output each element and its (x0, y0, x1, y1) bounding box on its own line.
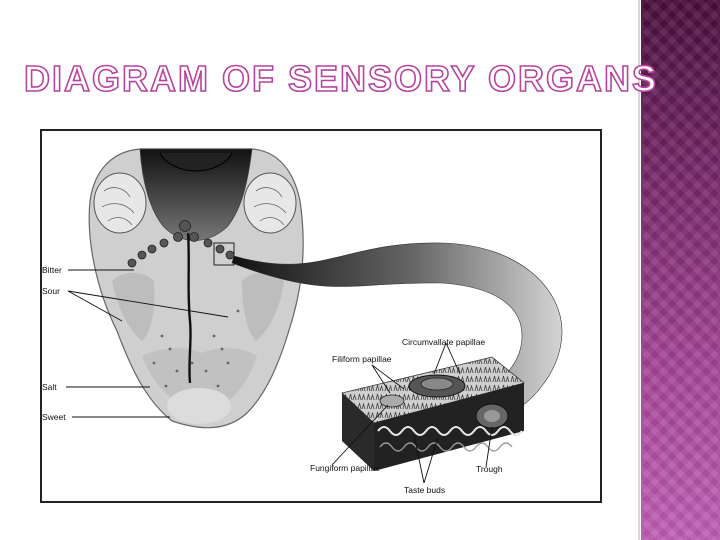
label-circumvallate-papillae: Circumvallate papillae (402, 337, 485, 347)
decorative-side-band (641, 0, 720, 540)
side-divider (638, 0, 640, 540)
label-sweet: Sweet (42, 412, 66, 422)
label-taste-buds: Taste buds (404, 485, 445, 495)
label-fungiform-papillae: Fungiform papillae (310, 463, 380, 473)
tongue-diagram-svg: Bitter Sour Salt Sweet Circumvallate pap… (42, 148, 563, 495)
label-salt: Salt (42, 382, 57, 392)
tongue-illustration (88, 148, 304, 429)
label-trough: Trough (476, 464, 503, 474)
papillae-inset-illustration (341, 356, 525, 471)
label-filiform-papillae: Filiform papillae (332, 354, 392, 364)
label-bitter: Bitter (42, 265, 62, 275)
slide-title: Diagram of Sensory Organs (23, 57, 659, 100)
tongue-diagram-figure: Bitter Sour Salt Sweet Circumvallate pap… (40, 129, 602, 503)
label-leader-lines (66, 269, 493, 484)
label-sour: Sour (42, 286, 60, 296)
